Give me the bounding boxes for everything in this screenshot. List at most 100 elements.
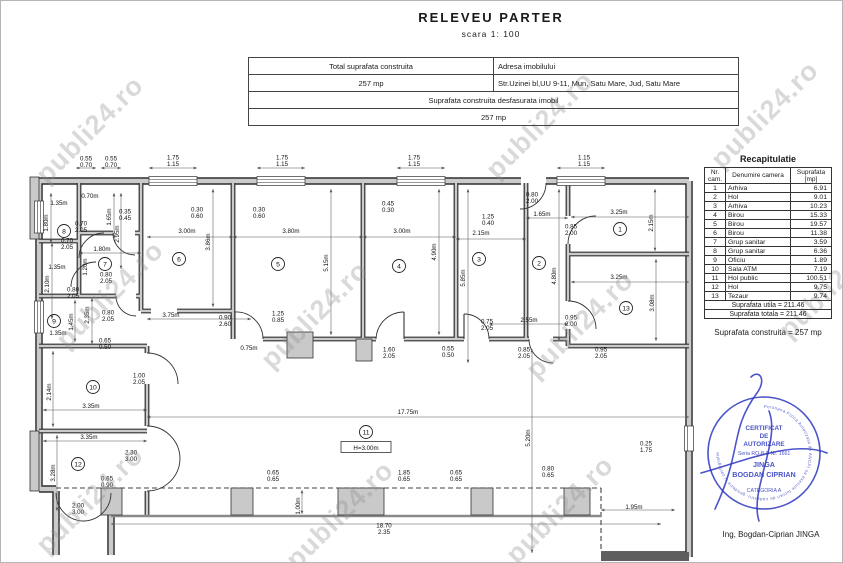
dim-label: 2.55m (520, 317, 537, 324)
room-number: 8 (704, 246, 726, 256)
stamp-text-line: JINGA (753, 460, 775, 469)
room-number-circle (98, 257, 112, 271)
room-number: 13 (704, 291, 726, 301)
room-name: Tezaur (725, 291, 791, 301)
room-number: 7 (704, 237, 726, 247)
stamp-text-line: Seria RO-B-F Nr. 1661 (738, 451, 791, 457)
room-name: Oficiu (725, 255, 791, 265)
room-number-label: 13 (622, 305, 630, 312)
room-area: 11.38 (790, 228, 832, 238)
stamp-text-line: CERTIFICAT (746, 425, 783, 432)
stamp-text-line: AUTORIZARE (743, 441, 784, 448)
watermark: publi24.ro (30, 70, 150, 190)
dim-label: 2.15m (648, 214, 655, 231)
room-name: Arhiva (725, 201, 791, 211)
dim-label: H=3.00m (353, 445, 378, 452)
recap-col-header: Denumire camera (725, 167, 791, 184)
dim-label: 2.95m (114, 225, 121, 242)
unfolded-label: Suprafata construita desfasurata imobil (248, 91, 739, 109)
room-area: 100.51 (790, 273, 832, 283)
dim-label: 1.00m (295, 497, 302, 514)
room-number: 12 (704, 282, 726, 292)
room-number: 4 (704, 210, 726, 220)
room-number-label: 7 (103, 261, 107, 268)
dim-label: 3.35m (80, 434, 97, 441)
room-number-label: 2 (537, 260, 541, 267)
room-number: 5 (704, 219, 726, 229)
room-area: 9.75 (790, 282, 832, 292)
window (148, 176, 198, 186)
recap-col-header: Nr. cam. (704, 167, 726, 184)
hatched-wall (601, 552, 689, 561)
room-name: Grup sanitar (725, 237, 791, 247)
dim-label: 1.80m (43, 214, 50, 231)
room-number: 11 (704, 273, 726, 283)
room-name: Birou (725, 219, 791, 229)
address-value: Str.Uzinei bl,UU 9-11, Mun, Satu Mare, J… (493, 74, 739, 92)
window (34, 200, 44, 234)
signature (700, 448, 828, 474)
recap-footer-util: Suprafata utila = 211.46 (704, 300, 832, 310)
room-number-circle (613, 222, 627, 236)
wall-block (29, 430, 40, 492)
info-table: Total suprafata construita Adresa imobil… (248, 57, 739, 126)
room-name: Birou (725, 210, 791, 220)
pillar (563, 487, 591, 516)
room-number-circle (392, 259, 406, 273)
room-number-circle (532, 256, 546, 270)
room-area: 1.89 (790, 255, 832, 265)
total-value: 257 mp (248, 74, 494, 92)
room-number-label: 10 (89, 384, 97, 391)
dim-label: 3.25m (610, 274, 627, 281)
dim-label: 4.80m (551, 267, 558, 284)
dim-label: 17.75m (398, 409, 419, 416)
room-area: 6.36 (790, 246, 832, 256)
room-area: 15.33 (790, 210, 832, 220)
room-name: Sala ATM (725, 264, 791, 274)
room-number-circle (47, 314, 61, 328)
window (396, 176, 446, 186)
dim-label: 1.35m (49, 330, 66, 337)
room-area: 9.74 (790, 291, 832, 301)
dim-label: 5.20m (525, 429, 532, 446)
wall-block (355, 338, 373, 362)
room-area: 9.01 (790, 192, 832, 202)
window (34, 300, 44, 334)
room-number-circle (359, 425, 373, 439)
height-note-box (340, 441, 392, 453)
dim-label: 1.35m (50, 200, 67, 207)
doors (55, 182, 597, 522)
stamp-text-line: BOGDAN CIPRIAN (732, 470, 796, 479)
dim-label: 2.14m (46, 383, 53, 400)
watermark: publi24.ro (30, 440, 150, 560)
room-number-label: 1 (618, 226, 622, 233)
dim-label: 3.80m (282, 228, 299, 235)
room-number-circle (86, 380, 100, 394)
page-title: RELEVEU PARTER (418, 10, 564, 25)
